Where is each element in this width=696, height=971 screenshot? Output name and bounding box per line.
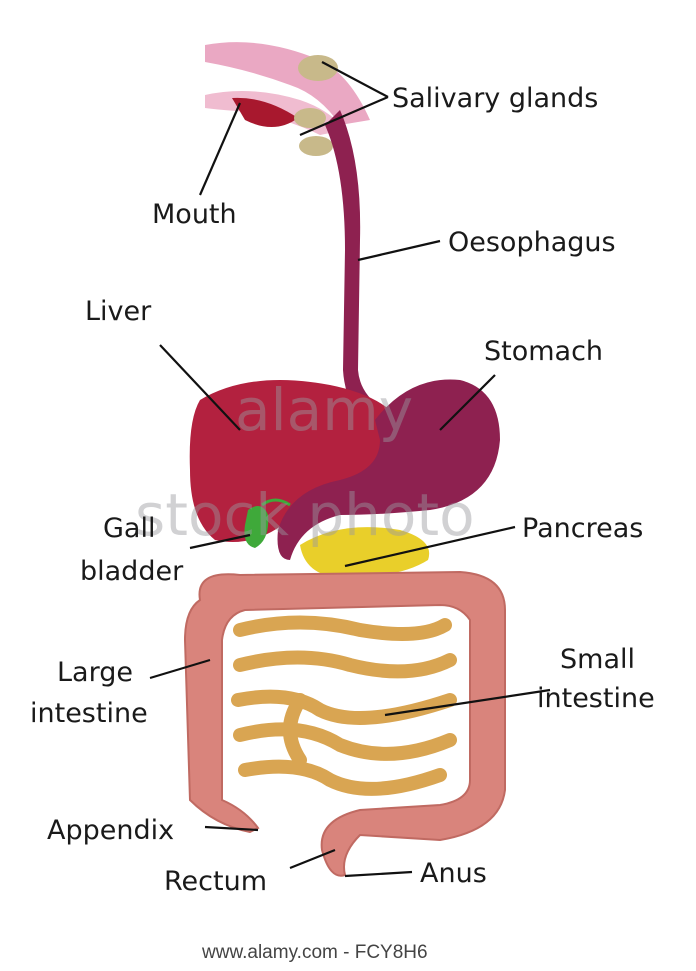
- label-large-intestine-2: intestine: [30, 698, 148, 729]
- label-gall-bladder-1: Gall: [103, 513, 155, 544]
- label-rectum: Rectum: [164, 866, 267, 897]
- label-large-intestine-1: Large: [57, 657, 133, 688]
- footer-credit: www.alamy.com - FCY8H6: [201, 942, 428, 963]
- label-salivary-glands: Salivary glands: [392, 83, 598, 114]
- salivary-glands-organ: [294, 55, 338, 156]
- watermark-line-2: stock photo: [135, 481, 475, 549]
- liver-organ: [189, 380, 400, 542]
- label-appendix: Appendix: [47, 815, 174, 846]
- gall-bladder-organ: [244, 506, 269, 548]
- label-anus: Anus: [420, 858, 487, 889]
- oesophagus-organ: [325, 110, 385, 430]
- label-mouth: Mouth: [152, 199, 237, 230]
- mouth-organ: [205, 42, 370, 135]
- watermark-line-1: alamy: [235, 376, 413, 444]
- leader-lines: [149, 61, 551, 878]
- pancreas-organ: [300, 527, 430, 578]
- label-pancreas: Pancreas: [522, 513, 643, 544]
- label-small-intestine-1: Small: [560, 644, 635, 675]
- small-intestine-organ: [231, 615, 457, 796]
- label-liver: Liver: [85, 296, 152, 327]
- label-oesophagus: Oesophagus: [448, 227, 616, 258]
- label-gall-bladder-2: bladder: [80, 556, 184, 587]
- label-small-intestine-2: intestine: [537, 683, 655, 714]
- label-stomach: Stomach: [484, 336, 603, 367]
